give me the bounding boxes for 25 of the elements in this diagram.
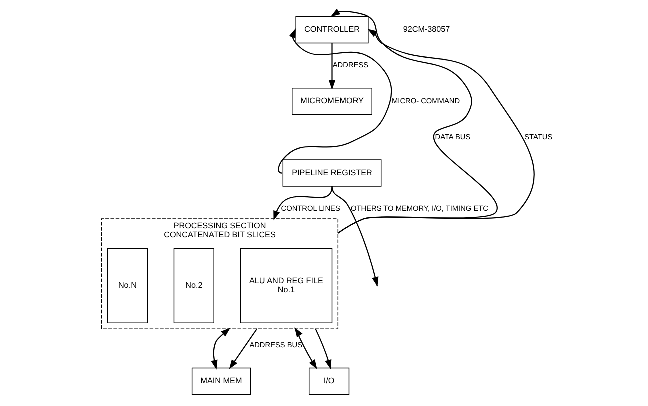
node-box: I/O [308,368,350,396]
edge-label: STATUS [524,132,552,142]
arrow [331,186,378,287]
arrow [210,328,230,370]
node-box: PIPELINE REGISTER [282,160,382,187]
edge-label: ADDRESS BUS [249,340,302,350]
arrow [337,29,534,234]
edge-label: DATA BUS [434,132,470,142]
node-box: ALU AND REG FILE No.1 [240,248,332,324]
arrow [228,328,258,370]
arrow [328,43,336,90]
edge-label: CONTROL LINES [280,204,340,213]
arrow [273,186,332,221]
arrow [294,328,317,370]
edge-label: ADDRESS [332,60,368,70]
node-box: No.2 [173,248,214,324]
node-box: MICROMEMORY [292,88,372,116]
arrow [314,328,332,370]
node-box: CONTROLLER [295,16,368,44]
node-box: No.N [106,248,148,324]
edge-label: MICRO- COMMAND [392,96,460,106]
edge-label: OTHERS TO MEMORY, I/O, TIMING ETC [350,204,488,213]
arrow [278,28,392,174]
node-box: MAIN MEM [191,368,251,396]
label: 92CM-38057 [402,25,450,34]
